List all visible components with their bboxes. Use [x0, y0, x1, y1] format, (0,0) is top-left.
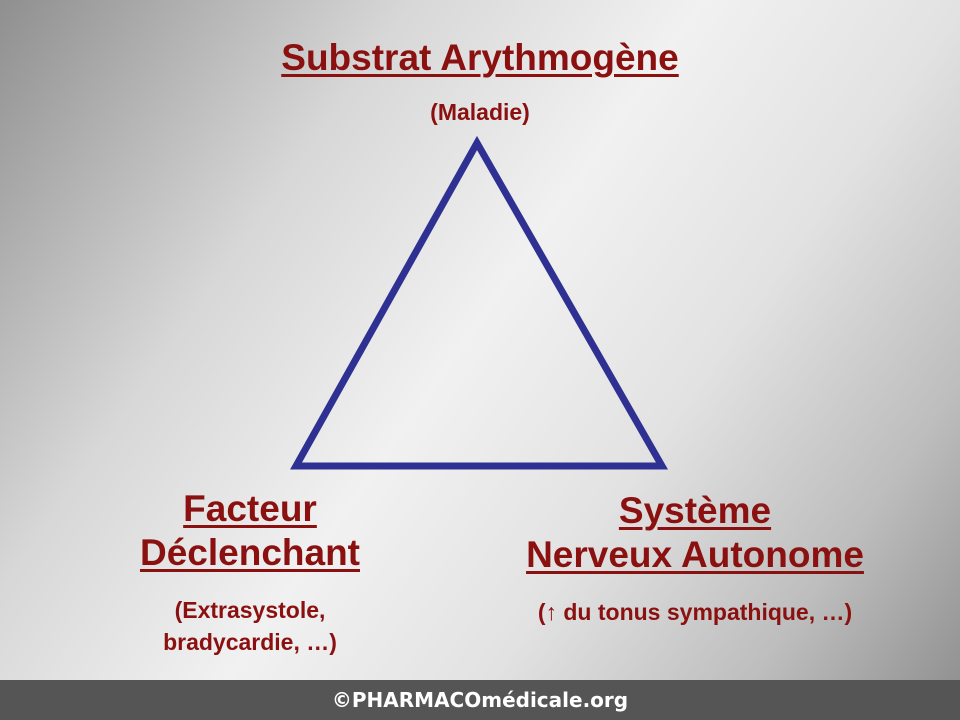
- footer-copyright: ©PHARMACOmédicale.org: [0, 680, 960, 720]
- ans-title-line2: Nerveux Autonome: [526, 534, 864, 575]
- triangle-diagram: [290, 135, 669, 470]
- substrate-subtitle: (Maladie): [430, 99, 530, 125]
- ans-title: Système Nerveux Autonome: [470, 489, 920, 577]
- trigger-subtitle: (Extrasystole, bradycardie, …): [60, 594, 440, 658]
- trigger-subtitle-line2: bradycardie, …): [163, 629, 337, 655]
- trigger-subtitle-line1: (Extrasystole,: [174, 597, 326, 623]
- triangle-shape: [290, 135, 669, 470]
- trigger-title-line1: Facteur: [183, 488, 317, 529]
- substrate-title-text: Substrat Arythmogène: [281, 37, 679, 78]
- trigger-title-line2: Déclenchant: [139, 532, 360, 573]
- slide: Substrat Arythmogène (Maladie) Facteur D…: [60, 36, 920, 658]
- ans-title-line1: Système: [618, 490, 772, 531]
- trigger-title: Facteur Déclenchant: [60, 487, 440, 575]
- substrate-title: Substrat Arythmogène: [180, 36, 780, 80]
- ans-subtitle: (↑ du tonus sympathique, …): [537, 599, 853, 625]
